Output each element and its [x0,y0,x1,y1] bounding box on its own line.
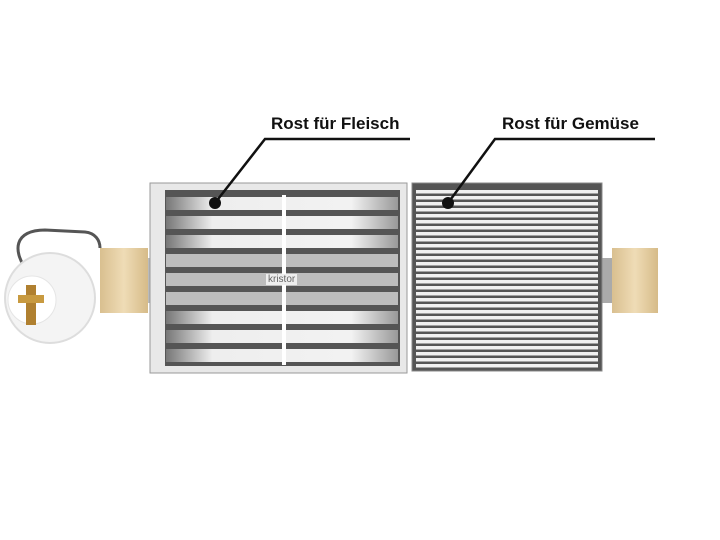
grate-bar [416,232,598,236]
grate-bar [416,190,598,194]
grate-bar [416,208,598,212]
grate-bar [416,358,598,362]
grate-bar [416,346,598,350]
vegetable-grate-callout [446,137,655,204]
grate-bar [416,214,598,218]
grate-bar [416,310,598,314]
meat-grate-callout [214,137,410,204]
grate-bar [416,352,598,356]
meat-grate-label: Rost für Fleisch [271,114,400,133]
brand-logo: kristor [266,274,298,285]
grate-bar [416,328,598,332]
grate-bar [416,220,598,224]
grate-bar [416,292,598,296]
grate-bar [416,268,598,272]
grate-bar [416,244,598,248]
grate-bar [416,250,598,254]
grate-bar [416,280,598,284]
grate-bar [416,304,598,308]
vegetable-grate-label: Rost für Gemüse [502,114,639,133]
grate-bar [416,316,598,320]
grate-bar [416,340,598,344]
gas-canister [4,228,102,344]
grate-bar [416,256,598,260]
grate-bar [416,322,598,326]
grate-bar [416,238,598,242]
grate-bar [416,274,598,278]
vegetable-grate [411,182,603,372]
grate-bar [416,226,598,230]
grate-bar [416,364,598,368]
right-wood-handle[interactable] [612,248,658,313]
grate-bar [416,262,598,266]
grate-bar [416,202,598,206]
grate-bar [416,298,598,302]
grate-bar [416,196,598,200]
left-wood-handle[interactable] [100,248,148,313]
grate-bar [416,286,598,290]
grate-bar [416,334,598,338]
